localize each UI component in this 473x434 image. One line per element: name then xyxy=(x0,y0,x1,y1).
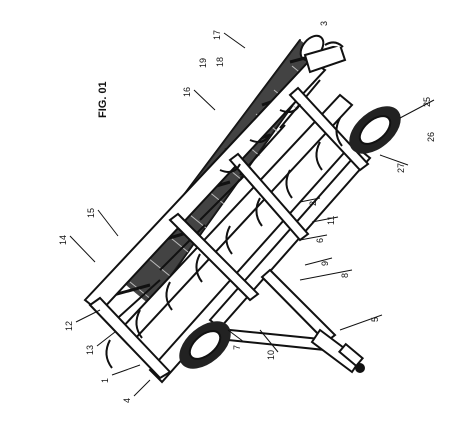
label-7: 7 xyxy=(232,345,242,350)
label-17: 17 xyxy=(212,30,222,40)
label-3: 3 xyxy=(319,21,329,26)
label-10: 10 xyxy=(266,350,276,360)
label-26: 26 xyxy=(426,132,436,142)
reference-labels: 1 2 3 4 5 6 7 8 9 10 11 12 13 14 15 16 1… xyxy=(58,21,436,403)
label-27: 27 xyxy=(396,163,406,173)
hitch-tongue xyxy=(226,268,365,374)
label-8: 8 xyxy=(340,273,350,278)
main-frame xyxy=(83,58,374,384)
wheel-right xyxy=(349,106,401,154)
label-9: 9 xyxy=(320,261,330,266)
label-19: 19 xyxy=(198,58,208,68)
label-12: 12 xyxy=(64,321,74,331)
tines xyxy=(105,103,343,369)
label-13: 13 xyxy=(85,345,95,355)
label-14: 14 xyxy=(58,235,68,245)
figure-title: FIG. 01 xyxy=(97,81,109,118)
label-18: 18 xyxy=(215,57,225,67)
wheel-left xyxy=(179,321,231,369)
label-2: 2 xyxy=(308,201,318,206)
label-15: 15 xyxy=(86,208,96,218)
label-6: 6 xyxy=(315,238,325,243)
label-4: 4 xyxy=(122,398,132,403)
label-5: 5 xyxy=(370,317,380,322)
leader-lines xyxy=(69,32,435,397)
label-25: 25 xyxy=(422,97,432,107)
rear-bracket xyxy=(303,41,347,74)
label-16: 16 xyxy=(182,87,192,97)
label-11: 11 xyxy=(326,216,336,225)
label-1: 1 xyxy=(100,378,110,383)
